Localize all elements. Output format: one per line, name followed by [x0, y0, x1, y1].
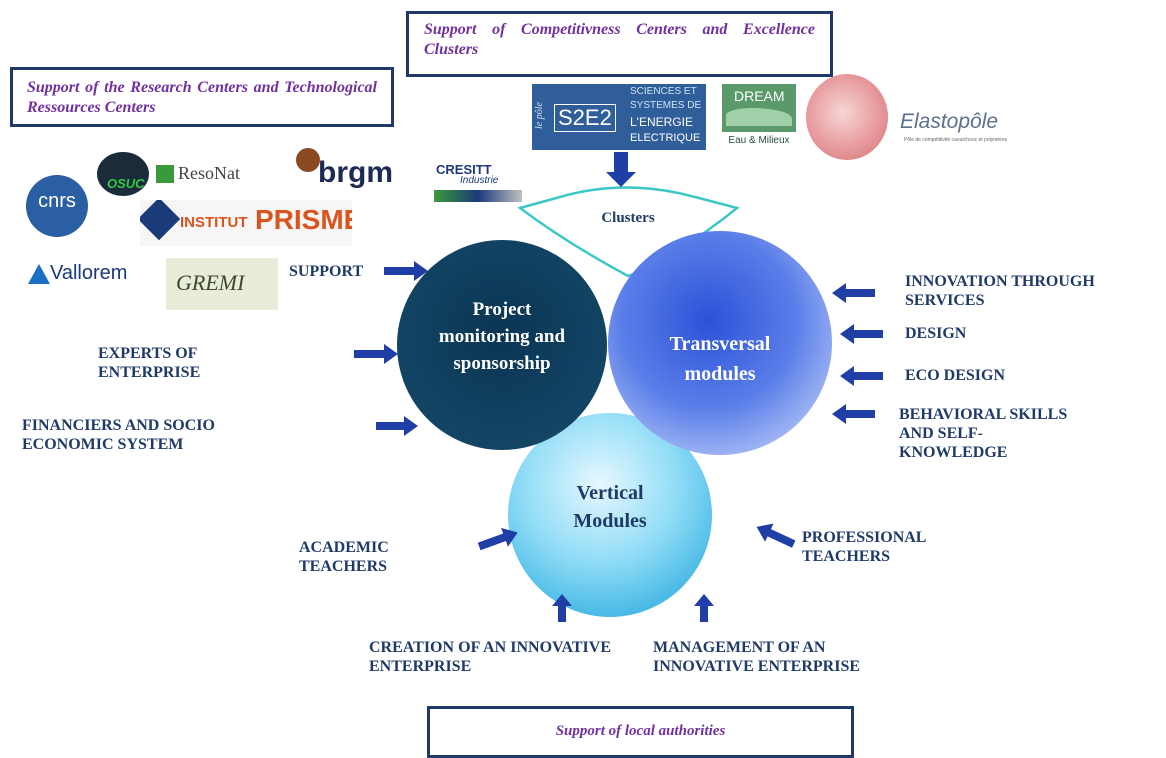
dream-logo: DREAM Eau & Milieux	[722, 84, 796, 150]
arrow-behavioral	[832, 404, 875, 424]
project-circle-label: Project monitoring and sponsorship	[438, 299, 566, 374]
clusters-label: Clusters	[601, 210, 655, 226]
arrow-innovation	[832, 283, 875, 303]
arrow-experts	[354, 344, 398, 364]
experts-label: EXPERTS OF ENTERPRISE CREATION	[98, 345, 201, 384]
research-support-text: Support of the Research Centers and Tech…	[27, 79, 377, 116]
financiers-label: FINANCIERS AND SOCIO ECONOMIC SYSTEM	[22, 417, 215, 453]
local-authorities-text: Support of local authorities	[555, 723, 726, 739]
elastopole-logo: Elastopôle Pôle de compétitivité caoutch…	[900, 110, 1008, 143]
prisme-diamond-icon	[140, 200, 181, 241]
dream-wave-icon	[726, 108, 792, 126]
transversal-circle-label: Transversal modules	[669, 333, 771, 385]
cresitt-graphic	[434, 190, 522, 202]
arrow-creation	[552, 594, 572, 622]
brgm-circle-icon	[296, 148, 320, 172]
vertical-circle-label: Vertical Modules	[573, 482, 647, 532]
professional-teachers-label: PROFESSIONAL TEACHERS	[802, 529, 926, 565]
arrow-eco	[840, 366, 883, 386]
local-authorities-box: Support of local authorities	[427, 706, 854, 758]
creation-label: CREATION OF AN INNOVATIVE ENTERPRISE	[369, 639, 611, 675]
s2e2-logo: le pôle S2E2 SCIENCES ET SYSTEMES DE L'E…	[532, 84, 706, 150]
project-circle	[397, 240, 607, 450]
arrow-financiers	[376, 416, 418, 436]
arrows	[354, 152, 883, 622]
cresitt-logo: CRESITT Industrie	[432, 162, 524, 204]
arrow-academic	[477, 527, 518, 551]
brgm-logo: brgm	[296, 148, 406, 196]
rose-flower-image	[806, 74, 888, 160]
vallorem-triangle-icon	[28, 264, 50, 284]
eco-design-label: ECO DESIGN	[905, 367, 1006, 384]
resonat-logo: ResoNat	[156, 163, 276, 189]
gremi-logo: GREMI	[166, 258, 278, 310]
arrow-design	[840, 324, 883, 344]
vallorem-logo: Vallorem	[28, 254, 148, 290]
arrow-support	[384, 261, 428, 281]
resonat-leaf-icon	[156, 164, 174, 183]
arrow-management	[694, 594, 714, 622]
osuc-logo: OSUC	[97, 152, 149, 196]
arrow-down-clusters	[606, 152, 636, 187]
research-support-box: Support of the Research Centers and Tech…	[10, 67, 394, 127]
management-label: MANAGEMENT OF AN INNOVATIVE ENTERPRISE	[653, 639, 861, 675]
vertical-modules-circle	[508, 413, 712, 617]
competitiveness-support-box: Support of Competitivness Centers and Ex…	[406, 11, 833, 77]
transversal-modules-circle	[608, 231, 832, 455]
arrow-professional	[756, 523, 796, 548]
support-label: SUPPORT	[289, 263, 364, 280]
innovation-label: INNOVATION THROUGH SERVICES	[905, 273, 1095, 309]
design-label: DESIGN	[905, 325, 967, 342]
cnrs-logo: cnrs	[26, 175, 88, 237]
prisme-logo: INSTITUT PRISME	[140, 200, 352, 246]
behavioral-label: BEHAVIORAL SKILLS AND SELF-KNOWLEDGE	[899, 406, 1068, 460]
academic-teachers-label: ACADEMIC TEACHERS	[299, 539, 389, 575]
competitiveness-support-text: Support of Competitivness Centers and Ex…	[424, 21, 815, 58]
